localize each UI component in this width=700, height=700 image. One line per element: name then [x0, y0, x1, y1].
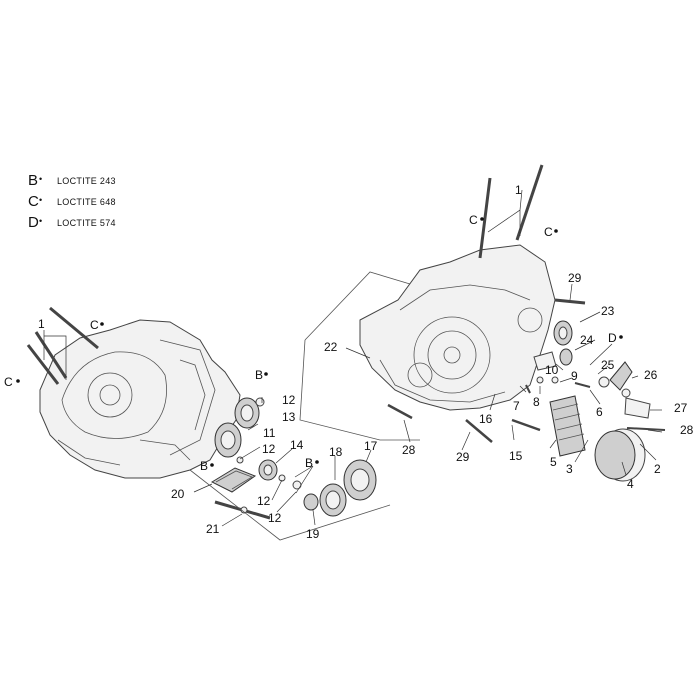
callout-28-right: 28 [680, 423, 694, 437]
callout-17: 17 [364, 439, 378, 453]
callout-12-b: 12 [262, 442, 276, 456]
legend-label: LOCTITE 243 [57, 175, 116, 186]
callout-14: 14 [290, 438, 304, 452]
callout-25: 25 [601, 358, 615, 372]
callout-26: 26 [644, 368, 658, 382]
callout-19: 19 [306, 527, 320, 541]
legend-letter: B [28, 172, 39, 189]
legend-row-b: B • LOCTITE 243 [28, 170, 116, 191]
callout-10: 10 [545, 363, 559, 377]
callout-27: 27 [674, 401, 688, 415]
drop-icon [16, 217, 623, 467]
marker-b-left: B [200, 459, 208, 473]
callout-12-a: 12 [282, 393, 296, 407]
callout-28-left: 28 [402, 443, 416, 457]
legend-label: LOCTITE 574 [57, 217, 116, 228]
right-crankcase-half [359, 244, 556, 411]
callout-12-d: 12 [268, 511, 282, 525]
middle-parts [210, 397, 377, 520]
marker-c-left-top: C [90, 318, 99, 332]
callout-29-right: 29 [568, 271, 582, 285]
callout-1-left: 1 [38, 317, 45, 331]
callout-numbers: 1 1 2 3 4 5 6 7 8 9 10 11 12 12 12 12 13… [38, 183, 694, 541]
left-studs [26, 306, 99, 385]
callout-13: 13 [282, 410, 296, 424]
callout-7: 7 [513, 399, 520, 413]
callout-18: 18 [329, 445, 343, 459]
legend-label: LOCTITE 648 [57, 196, 116, 207]
callout-16: 16 [479, 412, 493, 426]
callout-15: 15 [509, 449, 523, 463]
callout-20: 20 [171, 487, 185, 501]
marker-c-right-top: C [469, 213, 478, 227]
callout-21: 21 [206, 522, 220, 536]
marker-c-right-side: C [544, 225, 553, 239]
drop-icon: • [39, 173, 43, 184]
callout-11: 11 [263, 426, 276, 440]
legend-row-c: C • LOCTITE 648 [28, 191, 116, 212]
callout-9: 9 [571, 369, 578, 383]
marker-b-right: B [305, 456, 313, 470]
right-studs [478, 164, 544, 259]
legend-letter: C [28, 193, 39, 210]
drop-icon: • [39, 215, 43, 226]
callout-4: 4 [627, 477, 634, 491]
marker-b-top: B [255, 368, 263, 382]
callout-1-right: 1 [515, 183, 522, 197]
callout-29-left: 29 [456, 450, 470, 464]
callout-24: 24 [580, 333, 594, 347]
legend-letter: D [28, 214, 39, 231]
leader-lines [43, 189, 663, 527]
loctite-markers: C C C C B B B D [4, 213, 623, 473]
left-crankcase-half [39, 319, 241, 479]
callout-22: 22 [324, 340, 338, 354]
callout-12-c: 12 [257, 494, 271, 508]
callout-8: 8 [533, 395, 540, 409]
callout-3: 3 [566, 462, 573, 476]
callout-6: 6 [596, 405, 603, 419]
legend-row-d: D • LOCTITE 574 [28, 212, 116, 233]
marker-d: D [608, 331, 617, 345]
marker-c-left-bottom: C [4, 375, 13, 389]
callout-2: 2 [654, 462, 661, 476]
right-parts [387, 298, 666, 482]
drop-icon: • [39, 194, 43, 205]
callout-23: 23 [601, 304, 615, 318]
loctite-legend: B • LOCTITE 243 C • LOCTITE 648 D • LOCT… [28, 170, 116, 233]
callout-5: 5 [550, 455, 557, 469]
